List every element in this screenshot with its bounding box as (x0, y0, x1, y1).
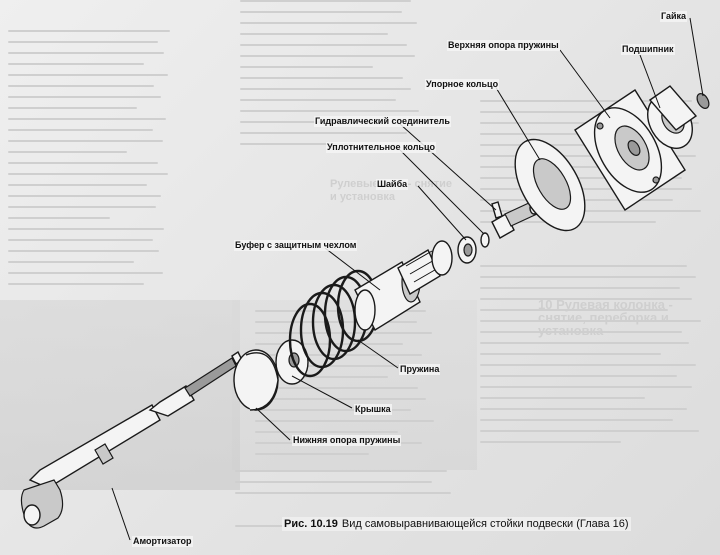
washer-part (457, 236, 477, 264)
seal-ring-part (480, 232, 490, 248)
thrust-ring-part (514, 138, 586, 232)
label-buffer-with-boot: Буфер с защитным чехлом (234, 240, 358, 251)
background-text-column (240, 0, 430, 154)
buffer-with-boot-part (354, 240, 453, 332)
nut-part (696, 93, 710, 109)
figure-caption-text: Вид самовыравнивающейся стойки подвески … (341, 518, 629, 530)
background-photo (0, 300, 240, 490)
label-shock-absorber: Амортизатор (132, 536, 193, 547)
label-hydraulic-connector: Гидравлический соединитель (314, 116, 451, 127)
figure-number: Рис. 10.19 (284, 518, 338, 530)
background-text-column (8, 30, 178, 294)
lower-spring-mount-part (233, 349, 279, 411)
label-lower-spring-mount: Нижняя опора пружины (292, 435, 402, 446)
label-nut: Гайка (660, 11, 688, 22)
label-spring: Пружина (399, 364, 441, 375)
label-bearing: Подшипник (621, 44, 675, 55)
upper-spring-mount-part (574, 89, 686, 211)
bearing-part (647, 85, 698, 149)
leader-lines (111, 17, 704, 541)
label-thrust-ring: Упорное кольцо (425, 79, 500, 90)
background-heading: 10 Рулевая колонка - снятие, переборка и… (538, 297, 673, 338)
shock-absorber-part (20, 350, 243, 529)
label-upper-spring-mount: Верхняя опора пружины (447, 40, 560, 51)
label-washer: Шайба (376, 179, 409, 190)
label-cap: Крышка (354, 404, 392, 415)
label-seal-ring: Уплотнительное кольцо (326, 142, 436, 153)
